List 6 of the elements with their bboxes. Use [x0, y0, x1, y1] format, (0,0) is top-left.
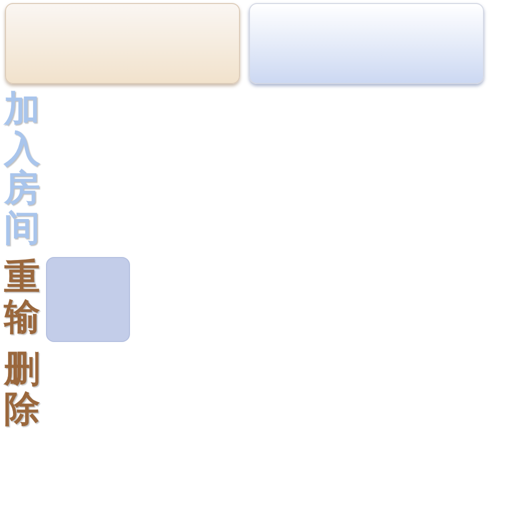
panel-box — [46, 257, 130, 342]
vertical-label: 删除 — [4, 350, 40, 430]
panel-box — [249, 3, 484, 84]
vertical-label: 加入房间 — [4, 90, 40, 248]
vertical-label: 重输 — [4, 258, 40, 338]
panel-box — [5, 3, 240, 84]
